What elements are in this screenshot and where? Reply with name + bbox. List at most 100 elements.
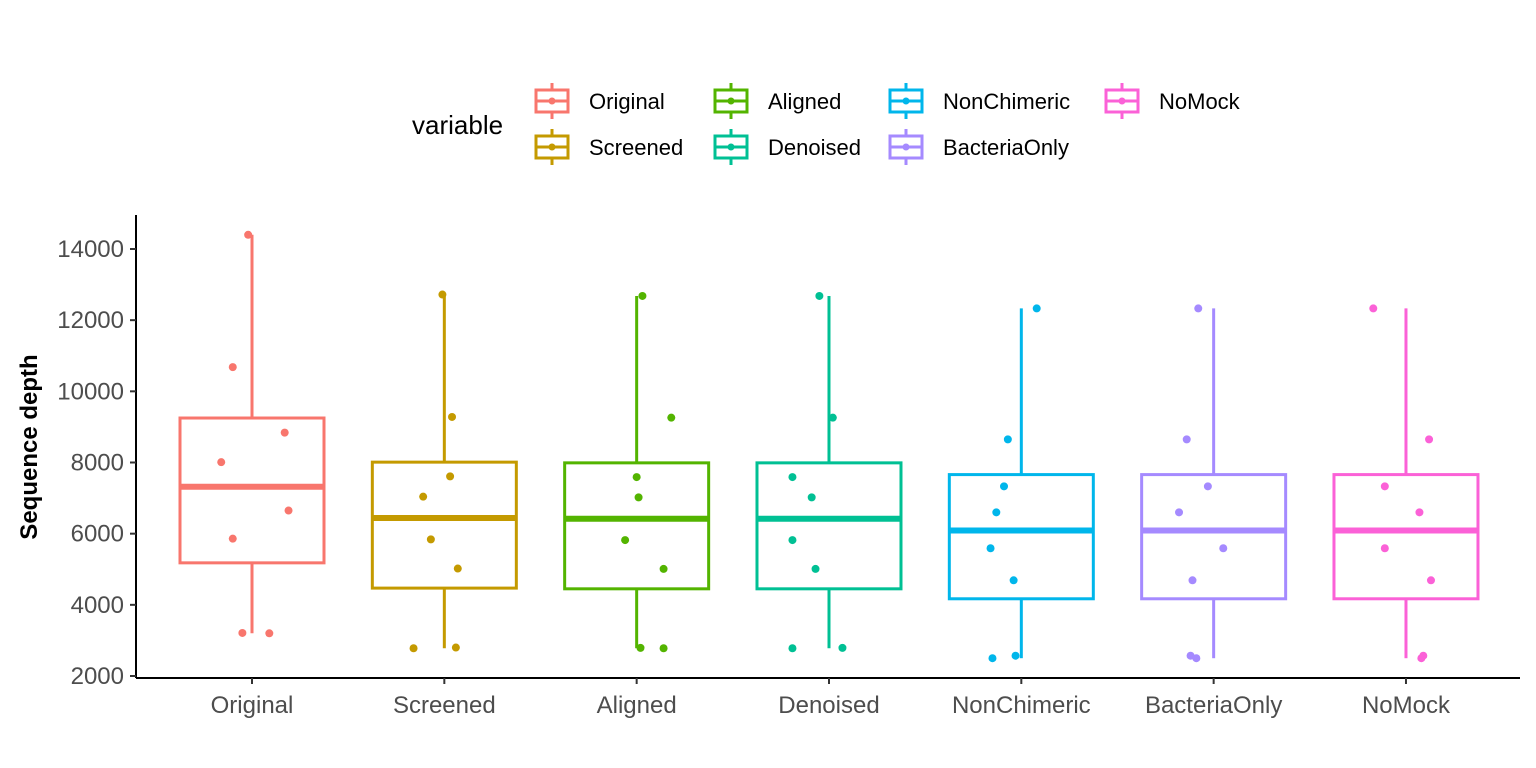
- data-point: [621, 536, 630, 545]
- x-tick-label: Denoised: [778, 692, 879, 719]
- legend-label: Original: [589, 89, 665, 114]
- data-point: [986, 544, 995, 553]
- data-point: [419, 492, 428, 501]
- data-point: [838, 643, 847, 652]
- data-point: [1003, 435, 1012, 444]
- data-point: [659, 564, 668, 573]
- data-point: [1380, 544, 1389, 553]
- data-point: [244, 230, 253, 239]
- data-point: [1380, 482, 1389, 491]
- box-bacteriaonly: [1140, 304, 1288, 663]
- data-point: [1011, 651, 1020, 660]
- legend-label: Aligned: [768, 89, 841, 114]
- legend-key-nomock: NoMock: [1104, 83, 1241, 119]
- box-original: [178, 230, 326, 638]
- data-point: [1182, 435, 1191, 444]
- x-tick-label: Aligned: [597, 692, 677, 719]
- legend-point: [548, 97, 556, 105]
- legend-title: variable: [412, 110, 503, 140]
- data-point: [659, 644, 668, 653]
- data-point: [453, 564, 462, 573]
- legend-key-original: Original: [534, 83, 665, 119]
- y-axis-title: Sequence depth: [16, 354, 43, 539]
- data-point: [1192, 654, 1201, 663]
- y-tick-label: 12000: [57, 307, 124, 334]
- data-point: [426, 535, 435, 544]
- legend-point: [1118, 97, 1126, 105]
- box-nonchimeric: [947, 304, 1095, 663]
- data-point: [284, 506, 293, 515]
- box-screened: [370, 290, 518, 653]
- legend-point: [727, 143, 735, 151]
- x-tick-label: BacteriaOnly: [1145, 692, 1282, 719]
- legend-point: [727, 97, 735, 105]
- data-point: [788, 473, 797, 482]
- data-point: [1009, 576, 1018, 585]
- x-tick-label: Screened: [393, 692, 496, 719]
- legend-label: NoMock: [1159, 89, 1241, 114]
- data-point: [1194, 304, 1203, 313]
- data-point: [632, 473, 641, 482]
- data-point: [228, 363, 237, 372]
- data-point: [1369, 304, 1378, 313]
- data-point: [636, 643, 645, 652]
- x-tick-label: NoMock: [1362, 692, 1451, 719]
- data-point: [634, 493, 643, 502]
- x-tick-label: Original: [211, 692, 294, 719]
- legend-key-denoised: Denoised: [713, 129, 861, 165]
- data-point: [1417, 654, 1426, 663]
- legend-point: [548, 143, 556, 151]
- y-tick-label: 2000: [71, 663, 124, 690]
- y-tick-label: 10000: [57, 378, 124, 405]
- data-point: [1415, 508, 1424, 517]
- legend-point: [902, 143, 910, 151]
- data-point: [280, 428, 289, 437]
- legend-key-screened: Screened: [534, 129, 683, 165]
- box-nomock: [1332, 304, 1480, 663]
- legend-label: Denoised: [768, 135, 861, 160]
- data-point: [988, 654, 997, 663]
- iqr-box: [370, 460, 518, 590]
- iqr-box: [1332, 473, 1480, 601]
- x-tick-label: NonChimeric: [952, 692, 1091, 719]
- data-point: [1188, 576, 1197, 585]
- data-point: [667, 413, 676, 422]
- iqr-box: [563, 461, 711, 591]
- data-point: [448, 412, 457, 421]
- data-point: [807, 493, 816, 502]
- plot-area: [178, 230, 1480, 663]
- legend-key-aligned: Aligned: [713, 83, 841, 119]
- box-aligned: [563, 291, 711, 653]
- y-tick-label: 14000: [57, 236, 124, 263]
- data-point: [1203, 482, 1212, 491]
- data-point: [1219, 544, 1228, 553]
- data-point: [815, 291, 824, 300]
- data-point: [828, 413, 837, 422]
- data-point: [228, 534, 237, 543]
- iqr-box: [1140, 473, 1288, 601]
- data-point: [1000, 482, 1009, 491]
- data-point: [788, 536, 797, 545]
- iqr-box: [947, 473, 1095, 601]
- data-point: [451, 643, 460, 652]
- data-point: [409, 644, 418, 653]
- data-point: [638, 291, 647, 300]
- data-point: [1032, 304, 1041, 313]
- data-point: [788, 644, 797, 653]
- legend-label: BacteriaOnly: [943, 135, 1069, 160]
- y-tick-label: 4000: [71, 592, 124, 619]
- data-point: [446, 472, 455, 481]
- legend-label: Screened: [589, 135, 683, 160]
- iqr-box: [755, 461, 903, 591]
- data-point: [811, 564, 820, 573]
- legend-key-bacteriaonly: BacteriaOnly: [888, 129, 1069, 165]
- legend-label: NonChimeric: [943, 89, 1070, 114]
- legend-key-nonchimeric: NonChimeric: [888, 83, 1070, 119]
- data-point: [265, 629, 274, 638]
- data-point: [1425, 435, 1434, 444]
- data-point: [217, 458, 226, 467]
- data-point: [1426, 576, 1435, 585]
